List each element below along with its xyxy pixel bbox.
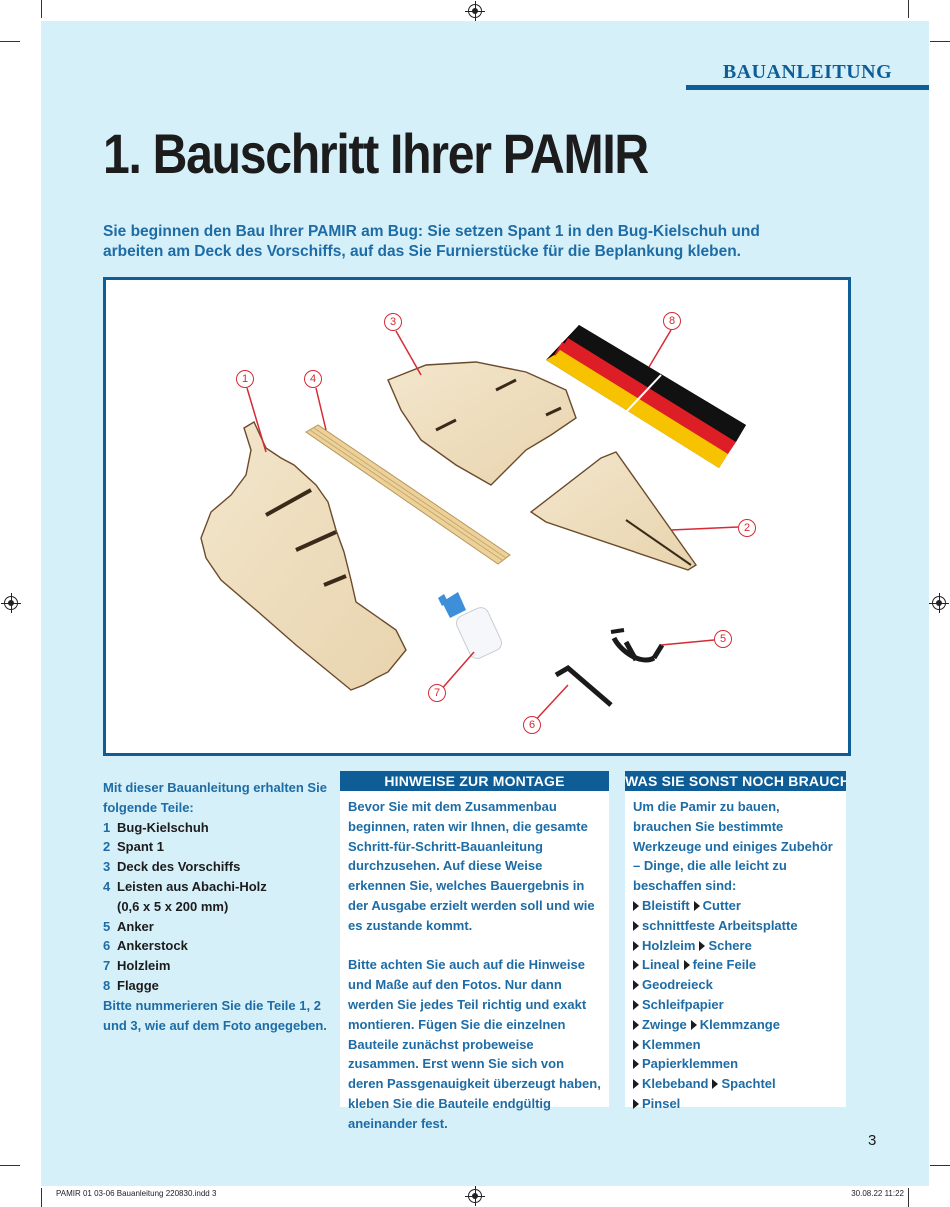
page: BAUANLEITUNG 1. Bauschritt Ihrer PAMIR S… (41, 21, 929, 1186)
wood-strips (305, 424, 511, 565)
list-item: Pinsel (633, 1094, 838, 1114)
section-label: BAUANLEITUNG (722, 61, 893, 83)
registration-mark-icon (465, 1, 485, 21)
arrow-right-icon (633, 940, 639, 951)
crop-mark (41, 1188, 42, 1207)
crop-mark (0, 1165, 20, 1166)
section-rule (686, 85, 929, 90)
arrow-right-icon (633, 1039, 639, 1050)
anchor-piece (610, 628, 665, 663)
arrow-right-icon (712, 1079, 719, 1090)
page-title: 1. Bauschritt Ihrer PAMIR (103, 122, 649, 185)
list-item: schnittfeste Arbeitsplatte (633, 916, 838, 936)
callout-lines (246, 329, 739, 726)
needs-intro: Um die Pamir zu bauen, brauchen Sie best… (633, 799, 833, 894)
anchor-stock (554, 664, 613, 707)
list-item: Klemmen (633, 1035, 838, 1055)
arrow-right-icon (633, 920, 639, 931)
registration-mark-icon (1, 593, 21, 613)
crop-mark (908, 1188, 909, 1207)
callout-1: 1 (236, 370, 254, 388)
needs-box: WAS SIE SONST NOCH BRAUCHEN Um die Pamir… (625, 771, 846, 1111)
keel-piece (200, 420, 407, 691)
needs-heading: WAS SIE SONST NOCH BRAUCHEN (625, 771, 846, 791)
arrow-right-icon (690, 1019, 697, 1030)
arrow-right-icon (633, 1059, 639, 1070)
arrow-right-icon (633, 960, 639, 971)
flag-piece (546, 325, 746, 468)
print-timestamp: 30.08.22 11:22 (851, 1189, 904, 1198)
arrow-right-icon (699, 940, 706, 951)
arrow-right-icon (633, 1019, 639, 1030)
callout-6: 6 (523, 716, 541, 734)
arrow-right-icon (633, 1079, 639, 1090)
arrow-right-icon (633, 1098, 639, 1109)
crop-mark (41, 0, 42, 18)
callout-5: 5 (714, 630, 732, 648)
callout-8: 8 (663, 312, 681, 330)
callout-7: 7 (428, 684, 446, 702)
parts-note: Bitte nummerieren Sie die Teile 1, 2 und… (103, 997, 327, 1033)
arrow-right-icon (683, 960, 690, 971)
arrow-right-icon (693, 900, 700, 911)
callout-2: 2 (738, 519, 756, 537)
hints-heading: HINWEISE ZUR MONTAGE (340, 771, 609, 791)
frame-piece (529, 451, 697, 571)
callout-4: 4 (304, 370, 322, 388)
hints-box: HINWEISE ZUR MONTAGE Bevor Sie mit dem Z… (340, 771, 609, 1131)
list-item-subtext: (0,6 x 5 x 200 mm) (117, 898, 229, 914)
arrow-right-icon (633, 999, 639, 1010)
crop-mark (0, 41, 20, 42)
intro-text: Sie beginnen den Bau Ihrer PAMIR am Bug:… (103, 223, 760, 260)
print-slug: PAMIR 01 03-06 Bauanleitung 220830.indd … (56, 1189, 217, 1198)
list-item: Schleifpapier (633, 995, 838, 1015)
page-number: 3 (868, 1132, 877, 1149)
list-item: Papierklemmen (633, 1054, 838, 1074)
crop-mark (908, 0, 909, 18)
crop-mark (930, 1165, 950, 1166)
parts-intro: Mit dieser Bauanleitung erhalten Sie fol… (103, 780, 327, 815)
hints-paragraph: Bitte achten Sie auch auf die Hinweise u… (348, 957, 601, 1131)
parts-illustration (200, 325, 746, 726)
registration-mark-icon (929, 593, 949, 613)
parts-photo: 1 4 3 8 2 5 6 7 (103, 277, 851, 756)
crop-mark (930, 41, 950, 42)
arrow-right-icon (633, 980, 639, 991)
parts-list: Mit dieser Bauanleitung erhalten Sie fol… (103, 778, 328, 1035)
list-item: Geodreieck (633, 975, 838, 995)
deck-piece (387, 361, 577, 486)
arrow-right-icon (633, 900, 639, 911)
registration-mark-icon (465, 1186, 485, 1206)
glue-bottle (438, 592, 502, 659)
callout-3: 3 (384, 313, 402, 331)
hints-paragraph: Bevor Sie mit dem Zusammenbau beginnen, … (348, 799, 595, 933)
